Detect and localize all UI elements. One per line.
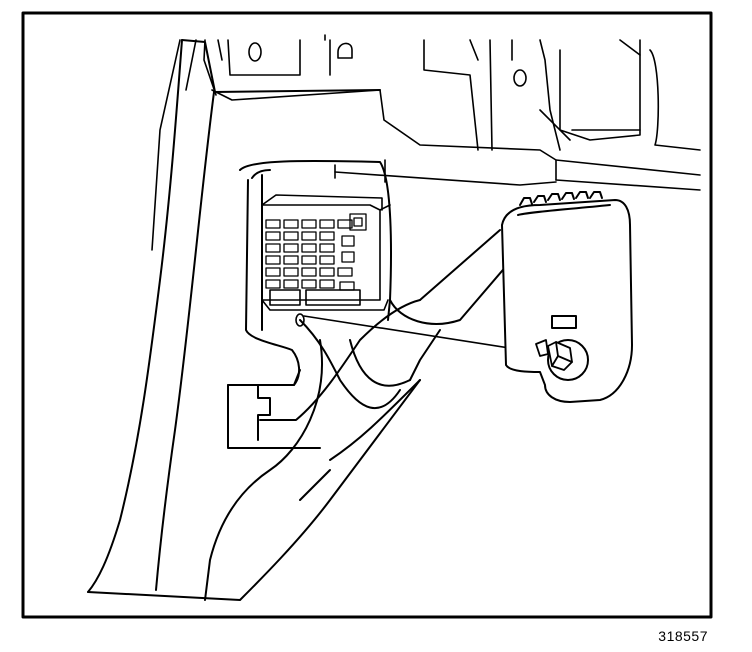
fuse-slots	[265, 213, 367, 291]
fuse-block-icon	[261, 194, 391, 327]
retainer-fastener-icon	[535, 339, 573, 371]
figure-number: 318557	[658, 628, 708, 644]
background-structure-icon	[151, 34, 701, 251]
fuse-block-cover-icon	[501, 191, 633, 403]
a-pillar-trim-icon	[87, 39, 521, 601]
